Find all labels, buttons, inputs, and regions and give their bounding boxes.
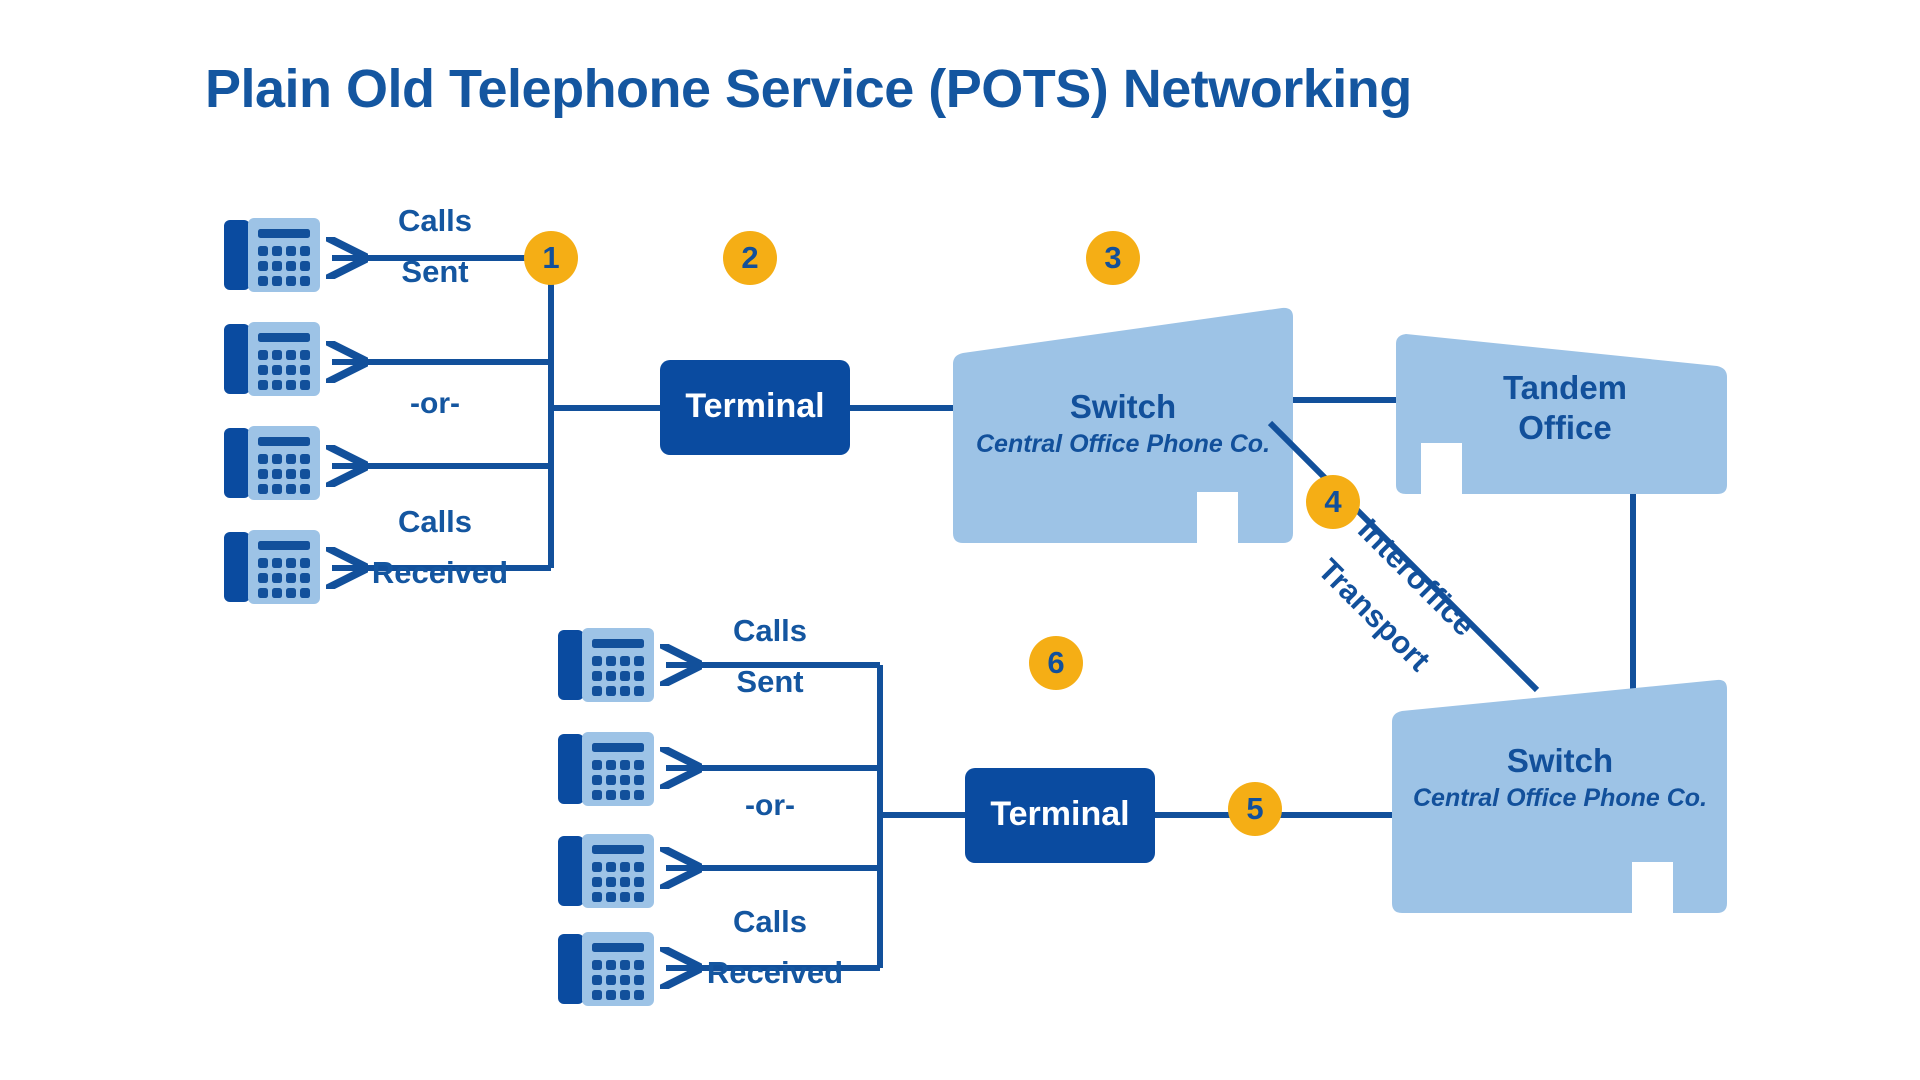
terminal-box-bottom bbox=[965, 768, 1155, 863]
page-title: Plain Old Telephone Service (POTS) Netwo… bbox=[205, 59, 1412, 119]
badge-5-number: 5 bbox=[1246, 791, 1264, 826]
bottom-calls-received-line1: Calls bbox=[732, 904, 808, 939]
top-calls-received-line1: Calls bbox=[397, 504, 473, 539]
desk-phone-icon bbox=[224, 426, 320, 500]
office-building-icon bbox=[1396, 334, 1727, 494]
bottom-calls-received-line2: Received bbox=[706, 955, 844, 990]
desk-phone-icon bbox=[224, 322, 320, 396]
tandem-office-line2: Office bbox=[1518, 409, 1612, 447]
tandem-office-line1: Tandem bbox=[1502, 369, 1628, 406]
desk-phone-icon bbox=[558, 732, 654, 806]
terminal-box-top bbox=[660, 360, 850, 455]
badge-4-circle bbox=[1306, 475, 1360, 529]
interoffice-transport-line bbox=[1267, 420, 1540, 693]
top-calls-received-line2: Received bbox=[371, 555, 509, 590]
badge-3-circle bbox=[1086, 231, 1140, 285]
badge-6-circle bbox=[1029, 636, 1083, 690]
badge-2-number: 2 bbox=[741, 240, 759, 275]
desk-phone-icon bbox=[558, 834, 654, 908]
badge-6-number: 6 bbox=[1047, 645, 1065, 680]
terminal-label-top: Terminal bbox=[685, 387, 825, 425]
badge-4-number: 4 bbox=[1324, 484, 1342, 519]
switch-label-top: Switch bbox=[1069, 388, 1177, 425]
office-building-icon bbox=[953, 307, 1293, 543]
switch-sublabel-bottom: Central Office Phone Co. bbox=[1412, 784, 1708, 812]
bottom-or-label: -or- bbox=[745, 789, 795, 822]
desk-phone-icon bbox=[558, 628, 654, 702]
desk-phone-icon bbox=[558, 932, 654, 1006]
badge-2-circle bbox=[723, 231, 777, 285]
switch-label-bottom: Switch bbox=[1506, 742, 1614, 779]
bottom-calls-sent-line2: Sent bbox=[736, 664, 804, 699]
desk-phone-icon bbox=[224, 530, 320, 604]
bottom-calls-sent-line1: Calls bbox=[732, 613, 808, 648]
top-or-label: -or- bbox=[410, 387, 460, 420]
top-calls-sent-line1: Calls bbox=[397, 203, 473, 238]
badge-1-circle bbox=[524, 231, 578, 285]
tandem-office-label: Tandem Office bbox=[1440, 368, 1690, 449]
switch-sublabel-top: Central Office Phone Co. bbox=[975, 430, 1271, 458]
badge-1-number: 1 bbox=[542, 240, 560, 275]
terminal-label-bottom: Terminal bbox=[990, 795, 1130, 833]
desk-phone-icon bbox=[224, 218, 320, 292]
office-building-icon bbox=[1392, 679, 1727, 913]
badge-3-number: 3 bbox=[1104, 240, 1122, 275]
badge-5-circle bbox=[1228, 782, 1282, 836]
top-calls-sent-line2: Sent bbox=[401, 254, 469, 289]
